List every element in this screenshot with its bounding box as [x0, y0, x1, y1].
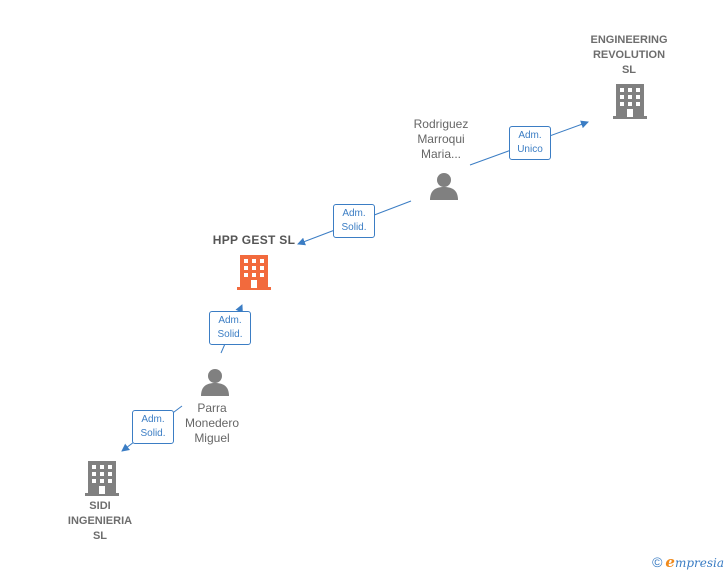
role-adm-solid: Adm. Solid.	[132, 410, 174, 444]
role-adm-solid: Adm. Solid.	[333, 204, 375, 238]
node-sidi-label[interactable]: SIDI INGENIERIA SL	[67, 500, 133, 542]
copyright-icon: ©	[652, 554, 663, 570]
building-icon	[85, 461, 119, 496]
role-adm-solid: Adm. Solid.	[209, 311, 251, 345]
node-rodriguez-label[interactable]: Rodriguez Marroqui Maria...	[413, 117, 469, 161]
node-engineering-revolution-label[interactable]: ENGINEERING REVOLUTION SL	[590, 34, 668, 76]
node-hpp-gest-label[interactable]: HPP GEST SL	[212, 233, 296, 247]
footer-brand: © empresia	[652, 553, 724, 571]
building-icon	[613, 84, 647, 119]
building-icon	[237, 255, 271, 290]
person-icon	[430, 173, 458, 200]
role-adm-unico: Adm. Unico	[509, 126, 551, 160]
node-parra-label[interactable]: Parra Monedero Miguel	[184, 401, 240, 445]
brand-logo[interactable]: empresia	[665, 553, 724, 571]
person-icon	[201, 369, 229, 396]
